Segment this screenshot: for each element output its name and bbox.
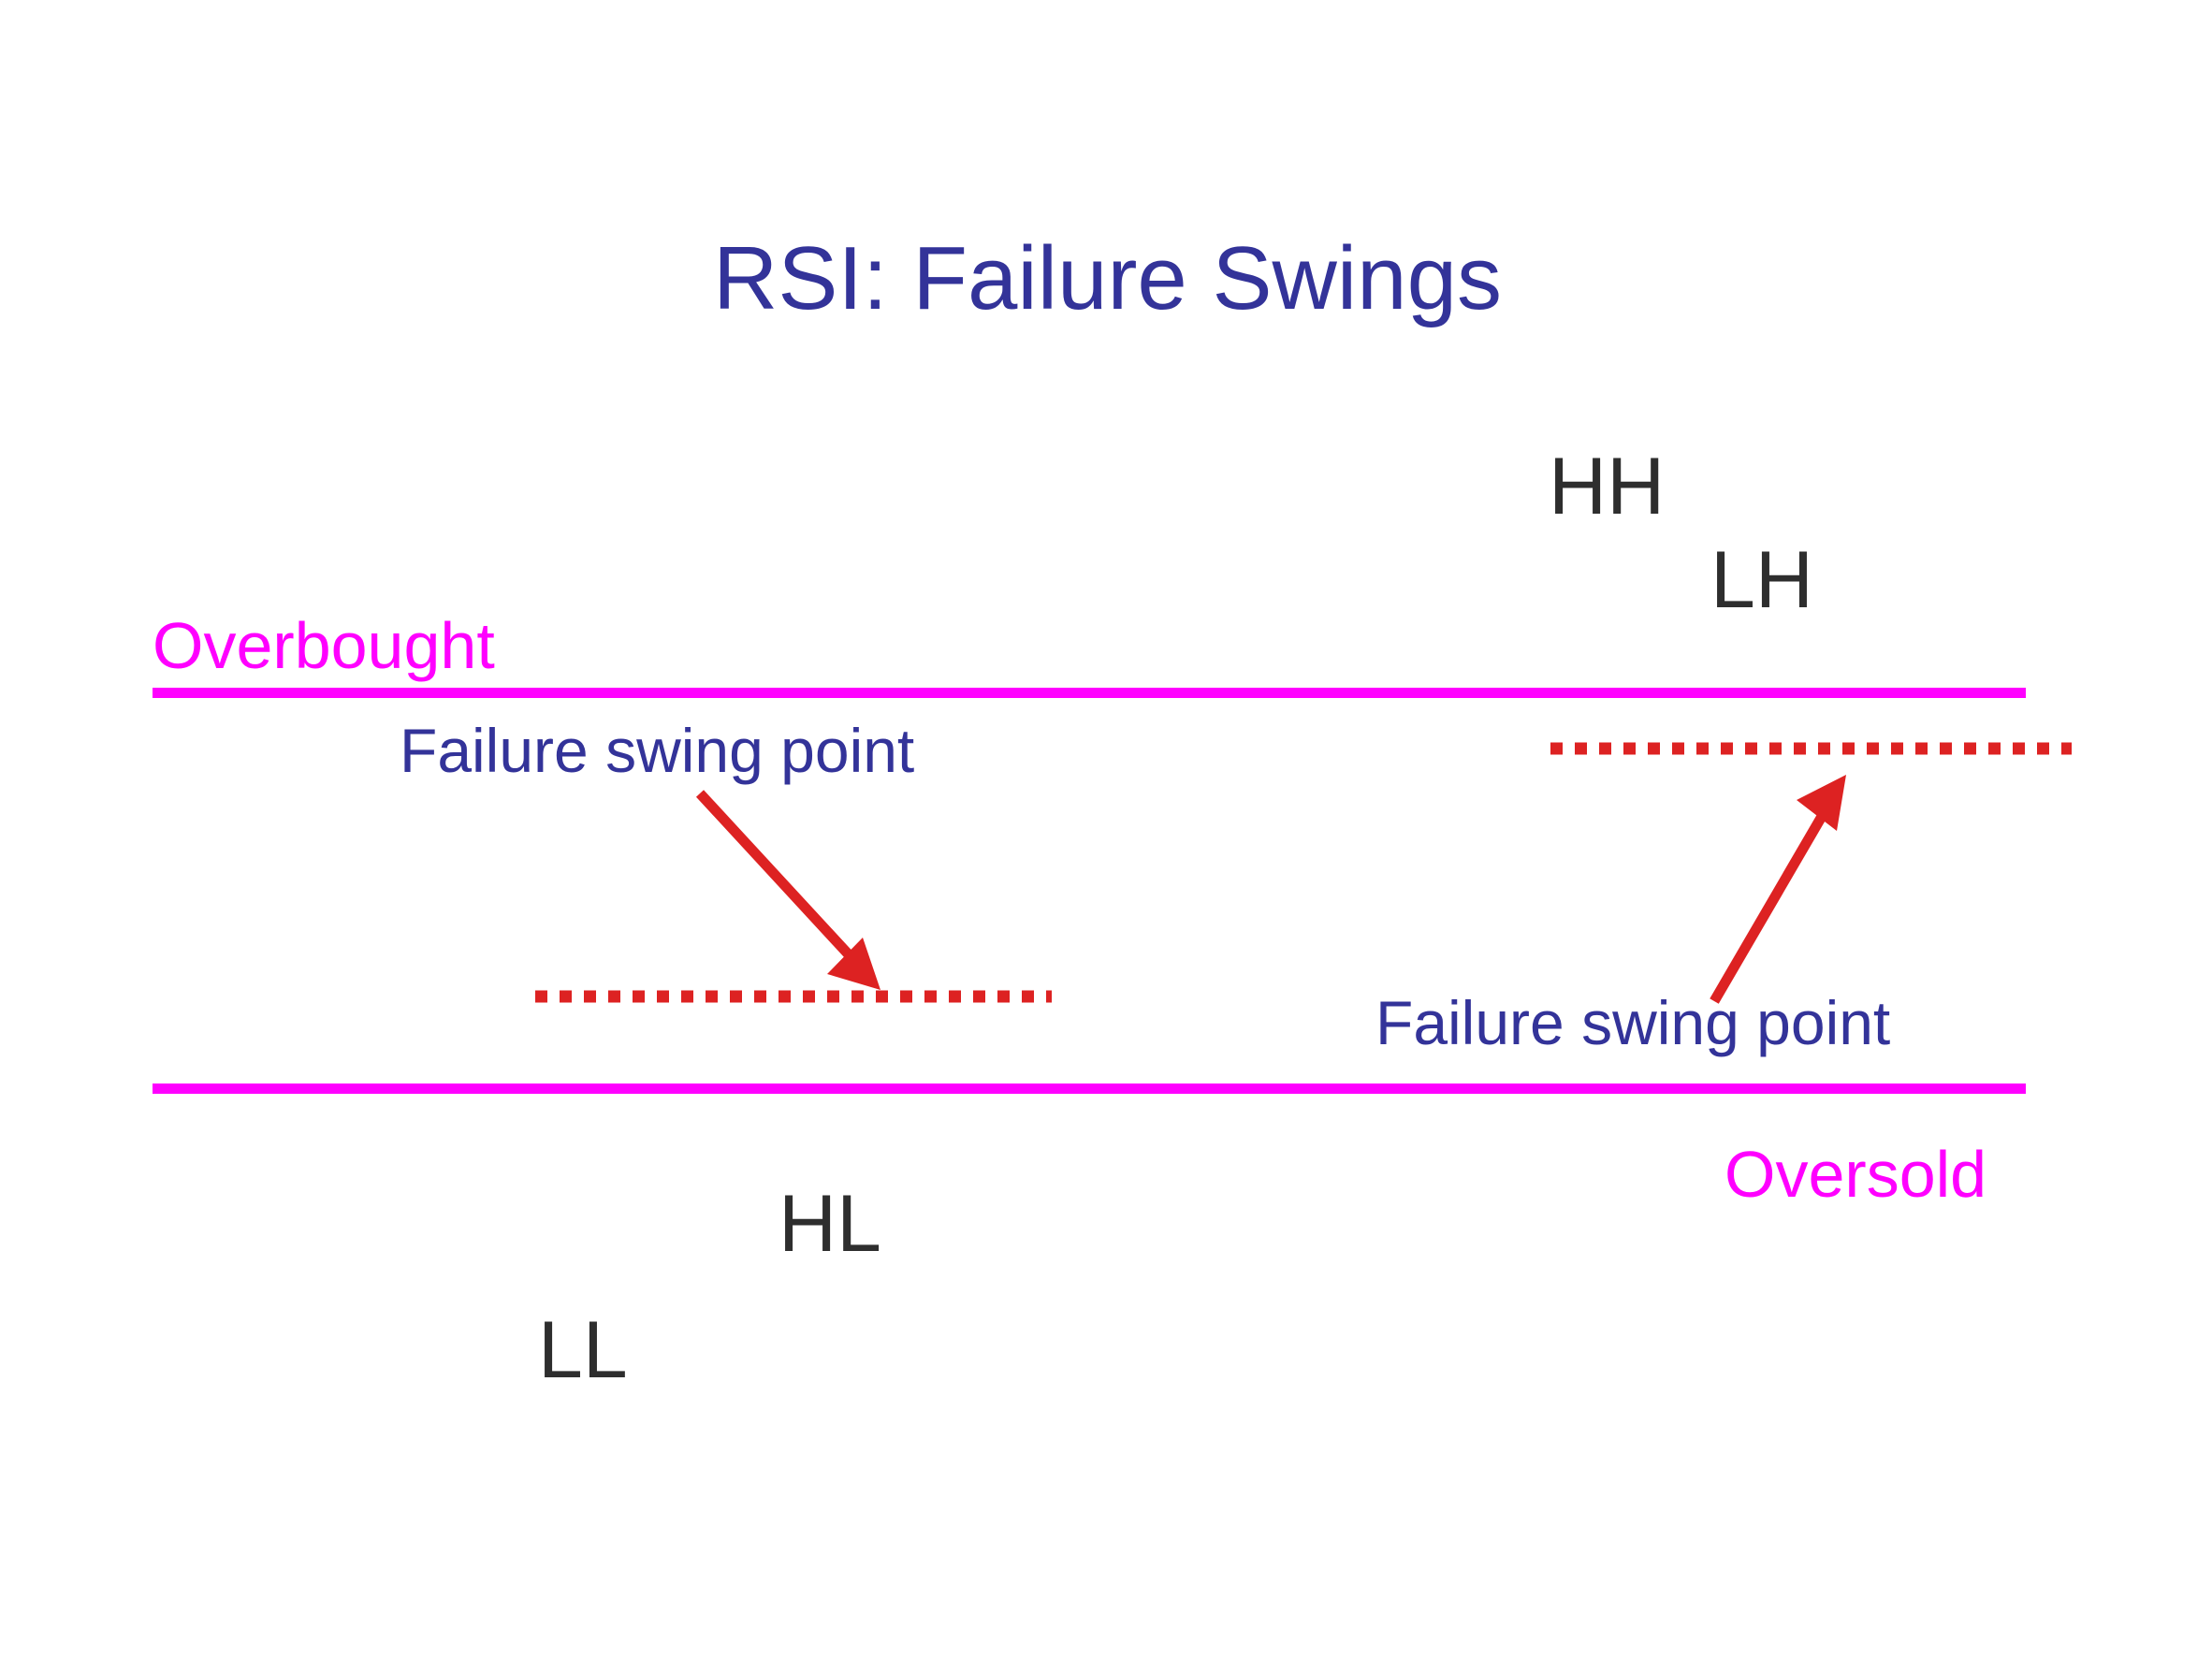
failure-swing-point-label-right: Failure swing point: [1375, 988, 1891, 1057]
page-title: RSI: Failure Swings: [713, 228, 1502, 328]
oversold-threshold-line: [153, 1084, 2026, 1094]
swing-label-lower-high: LH: [1710, 535, 1813, 625]
swing-label-lower-low: LL: [538, 1305, 628, 1395]
bullish-failure-swing-arrow-icon: [1710, 775, 1846, 1004]
swing-label-higher-low: HL: [779, 1179, 881, 1269]
failure-swing-point-label-left: Failure swing point: [400, 716, 915, 785]
overbought-threshold-label: Overbought: [153, 609, 495, 682]
swing-label-higher-high: HH: [1549, 442, 1666, 531]
overbought-threshold-line: [153, 688, 2026, 698]
oversold-threshold-label: Oversold: [1724, 1138, 1987, 1211]
bearish-failure-swing-arrow-icon: [695, 790, 880, 990]
